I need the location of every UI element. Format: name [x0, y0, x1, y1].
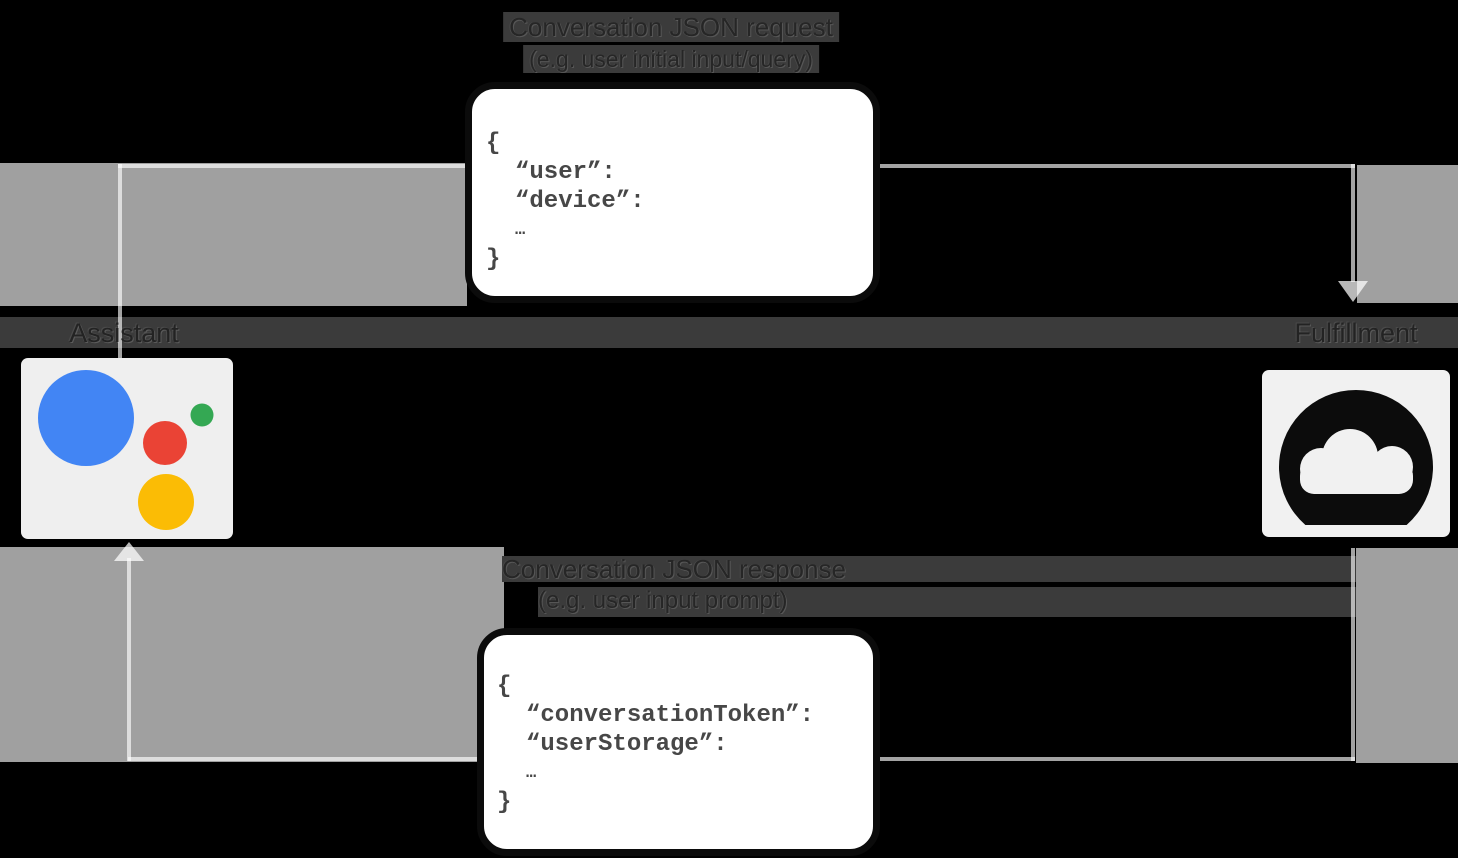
response-arrow-stem-fulfillment [1351, 548, 1355, 761]
response-label-line1: Conversation JSON response [502, 556, 1356, 582]
request-json-line1: “user”: [515, 159, 616, 186]
fulfillment-tile [1262, 370, 1450, 537]
response-arrow-fill-right [1356, 548, 1458, 763]
response-json-box: { “conversationToken”: “userStorage”: … … [477, 628, 880, 856]
response-label-line2: (e.g. user input prompt) [538, 587, 1356, 617]
request-label-line1: Conversation JSON request [503, 12, 839, 42]
response-arrow-vertical [127, 558, 131, 761]
request-arrow-vertical [1351, 164, 1355, 282]
request-arrowhead-icon [1338, 281, 1368, 302]
assistant-tile [21, 358, 233, 539]
request-arrow-fill-right [1357, 165, 1458, 303]
actor-label-fulfillment: Fulfillment [1294, 318, 1418, 348]
request-json-close: } [486, 246, 501, 273]
request-arrow-stem-assistant [118, 164, 122, 358]
request-arrow-fill-left [0, 163, 467, 306]
response-arrow-fill-left [0, 547, 504, 762]
google-assistant-logo-icon [38, 370, 214, 530]
request-label: Conversation JSON request (e.g. user ini… [503, 12, 839, 76]
response-arrowhead-icon [114, 542, 144, 561]
request-json-line2: “device”: [515, 188, 645, 215]
response-json-close: } [497, 789, 512, 816]
response-json-line1: “conversationToken”: [526, 702, 815, 729]
actor-label-assistant: Assistant [69, 318, 179, 348]
request-json-ellipsis: … [515, 221, 526, 240]
request-label-line2: (e.g. user initial input/query) [523, 45, 819, 73]
response-json-line2: “userStorage”: [526, 731, 728, 758]
request-json-open: { [486, 130, 501, 157]
request-json-box: { “user”: “device”: … } [465, 82, 880, 303]
response-json-ellipsis: … [526, 764, 537, 783]
response-json-open: { [497, 673, 512, 700]
actor-row-strip [0, 317, 1458, 348]
cloud-fulfillment-icon [1279, 389, 1433, 525]
